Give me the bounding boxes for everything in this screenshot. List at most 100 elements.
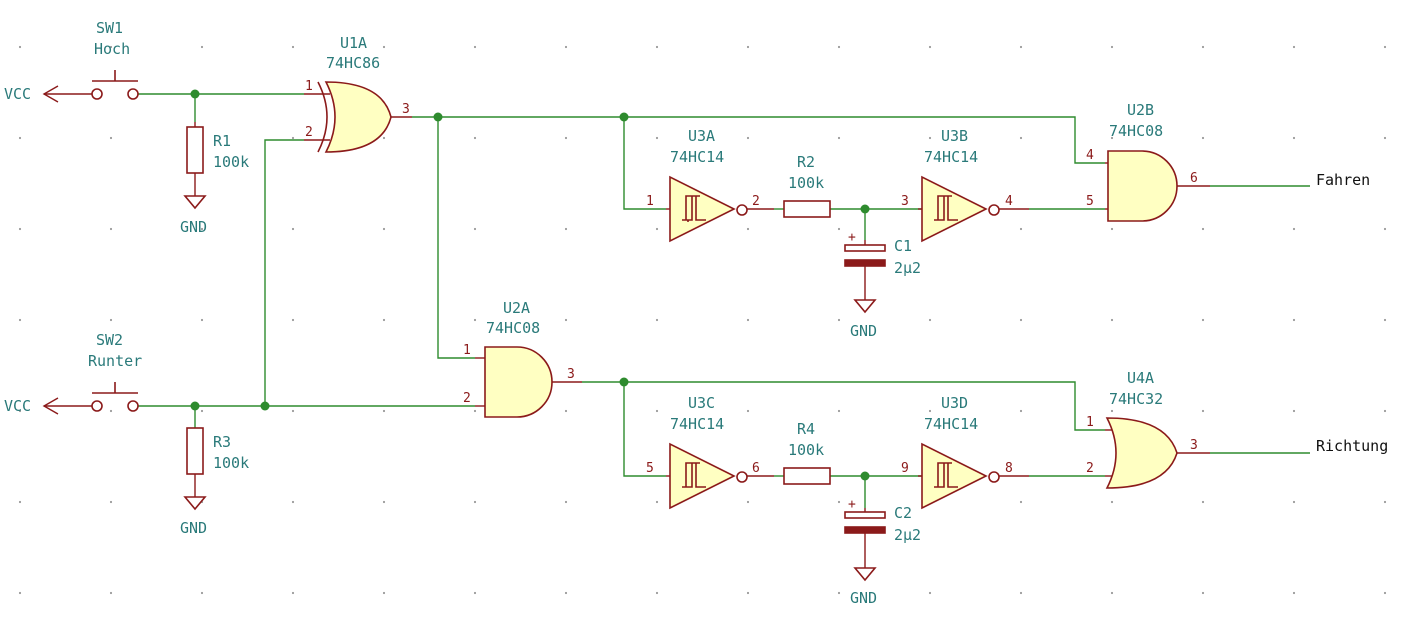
grid-dot bbox=[382, 227, 386, 231]
grid-dot bbox=[382, 318, 386, 322]
u4a-value: 74HC32 bbox=[1109, 390, 1163, 408]
grid-dot bbox=[473, 227, 477, 231]
vcc-label: VCC bbox=[4, 397, 31, 415]
grid-dot bbox=[746, 227, 750, 231]
grid-dot bbox=[1292, 136, 1296, 140]
inverter-u3d: 9 8 U3D 74HC14 bbox=[901, 394, 1029, 510]
grid-dot bbox=[200, 591, 204, 595]
grid-dot bbox=[291, 45, 295, 49]
grid-dot bbox=[473, 500, 477, 504]
sw1-ref: SW1 bbox=[96, 19, 123, 37]
junction-dot bbox=[860, 204, 870, 214]
u2b-pin4: 4 bbox=[1086, 148, 1094, 163]
u3c-pin5: 5 bbox=[646, 461, 654, 476]
u3a-ref: U3A bbox=[688, 127, 715, 145]
gate-u1a-xor: 1 2 3 U1A 74HC86 bbox=[304, 34, 412, 153]
grid-dot bbox=[1110, 591, 1114, 595]
u3d-pin9: 9 bbox=[901, 461, 909, 476]
gnd-symbol-2: GND bbox=[180, 496, 207, 537]
grid-dot bbox=[1110, 409, 1114, 413]
r2-ref: R2 bbox=[797, 153, 815, 171]
grid-dot bbox=[746, 500, 750, 504]
grid-dot bbox=[18, 500, 22, 504]
sw1-value: Hoch bbox=[94, 40, 130, 58]
u3c-pin6: 6 bbox=[752, 461, 760, 476]
grid-dot bbox=[200, 409, 204, 413]
grid-dot bbox=[1201, 591, 1205, 595]
grid-dot bbox=[1019, 318, 1023, 322]
grid-dot bbox=[1201, 45, 1205, 49]
grid-dot bbox=[18, 227, 22, 231]
grid-dot bbox=[18, 591, 22, 595]
grid-dot bbox=[1383, 227, 1387, 231]
junction-dot bbox=[619, 112, 629, 122]
grid-dot bbox=[291, 136, 295, 140]
grid-dot bbox=[382, 136, 386, 140]
grid-dot bbox=[18, 136, 22, 140]
grid-dot bbox=[109, 45, 113, 49]
grid-dot bbox=[564, 45, 568, 49]
grid-dot bbox=[18, 45, 22, 49]
junctions bbox=[190, 89, 870, 481]
grid-dot bbox=[200, 318, 204, 322]
u2b-ref: U2B bbox=[1127, 101, 1154, 119]
grid-dot bbox=[109, 136, 113, 140]
junction-dot bbox=[190, 89, 200, 99]
grid-dot bbox=[928, 45, 932, 49]
wires bbox=[138, 93, 1310, 508]
grid-dot bbox=[655, 136, 659, 140]
grid-dot bbox=[837, 136, 841, 140]
grid-dot bbox=[1383, 409, 1387, 413]
u3a-pin1: 1 bbox=[646, 194, 654, 209]
grid-dot bbox=[382, 591, 386, 595]
gnd-label: GND bbox=[180, 218, 207, 236]
grid-dot bbox=[473, 45, 477, 49]
grid-dot bbox=[1110, 136, 1114, 140]
grid-dot bbox=[1292, 500, 1296, 504]
grid-dot bbox=[1110, 500, 1114, 504]
grid-dot bbox=[1019, 591, 1023, 595]
r4-value: 100k bbox=[788, 441, 824, 459]
u4a-pin1: 1 bbox=[1086, 415, 1094, 430]
u1a-pin3: 3 bbox=[402, 102, 410, 117]
grid-dot bbox=[564, 409, 568, 413]
u3a-pin2: 2 bbox=[752, 194, 760, 209]
vcc-label: VCC bbox=[4, 85, 31, 103]
grid-dot bbox=[382, 409, 386, 413]
grid-dot bbox=[1292, 409, 1296, 413]
grid-dot bbox=[1383, 500, 1387, 504]
grid-dot bbox=[746, 318, 750, 322]
grid-dot bbox=[655, 500, 659, 504]
inverter-u3b: 3 4 U3B 74HC14 bbox=[901, 127, 1029, 243]
grid-dot bbox=[1201, 500, 1205, 504]
grid-dot bbox=[655, 318, 659, 322]
vcc-symbol-1: VCC bbox=[4, 85, 92, 103]
grid-dot bbox=[473, 136, 477, 140]
gate-u2b-and: 4 5 6 U2B 74HC08 bbox=[1086, 101, 1210, 222]
c2-ref: C2 bbox=[894, 504, 912, 522]
vcc-symbol-2: VCC bbox=[4, 397, 92, 415]
r1-ref: R1 bbox=[213, 132, 231, 150]
grid-dot bbox=[746, 409, 750, 413]
gate-u2a-and: 1 2 3 U2A 74HC08 bbox=[463, 299, 582, 418]
inverter-u3c: 5 6 U3C 74HC14 bbox=[646, 394, 774, 510]
r3-ref: R3 bbox=[213, 433, 231, 451]
grid-dot bbox=[109, 227, 113, 231]
grid-dot bbox=[1019, 500, 1023, 504]
gnd-symbol-1: GND bbox=[180, 195, 207, 236]
grid-dot bbox=[1019, 409, 1023, 413]
grid-dot bbox=[1292, 591, 1296, 595]
r1-value: 100k bbox=[213, 153, 249, 171]
grid-dot bbox=[655, 591, 659, 595]
grid-dot bbox=[473, 591, 477, 595]
r3-value: 100k bbox=[213, 454, 249, 472]
grid-dot bbox=[837, 45, 841, 49]
sw2-ref: SW2 bbox=[96, 331, 123, 349]
grid-dot bbox=[655, 45, 659, 49]
grid-dot bbox=[1201, 409, 1205, 413]
u1a-pin1: 1 bbox=[305, 79, 313, 94]
u1a-value: 74HC86 bbox=[326, 54, 380, 72]
grid-dot bbox=[837, 227, 841, 231]
grid-dot bbox=[1110, 227, 1114, 231]
